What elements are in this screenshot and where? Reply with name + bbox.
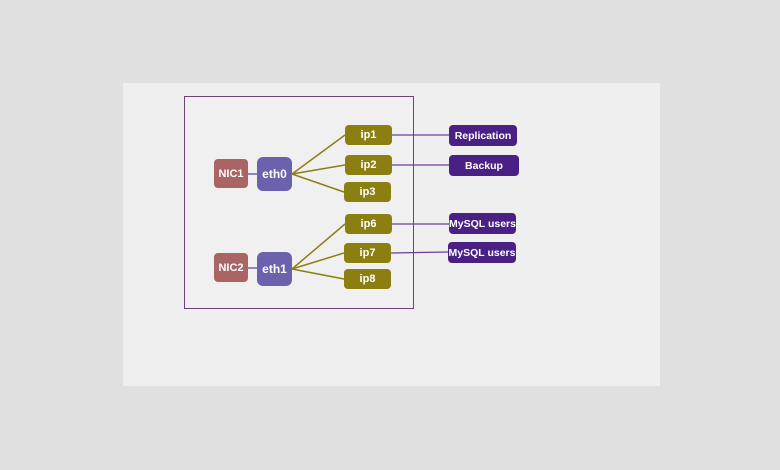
node-service-mysql-users-2: MySQL users [448, 242, 516, 263]
edge-eth0-ip1 [291, 134, 346, 175]
edge-eth1-ip7 [291, 252, 345, 270]
node-service-replication: Replication [449, 125, 517, 146]
node-ip8: ip8 [344, 269, 391, 289]
node-nic2: NIC2 [214, 253, 248, 282]
edge-eth1-ip6 [291, 223, 346, 270]
node-ip1: ip1 [345, 125, 392, 145]
node-service-backup: Backup [449, 155, 519, 176]
node-service-mysql-users-1: MySQL users [449, 213, 516, 234]
node-nic1: NIC1 [214, 159, 248, 188]
edge-eth0-ip2 [291, 164, 346, 175]
edge-eth1-ip8 [291, 268, 345, 280]
edge-ip7-mysql-users-2 [390, 251, 449, 254]
node-ip3: ip3 [344, 182, 391, 202]
node-ip6: ip6 [345, 214, 392, 234]
node-ip2: ip2 [345, 155, 392, 175]
node-ip7: ip7 [344, 243, 391, 263]
edge-eth0-ip3 [291, 173, 345, 193]
node-eth1: eth1 [257, 252, 292, 286]
node-eth0: eth0 [257, 157, 292, 191]
